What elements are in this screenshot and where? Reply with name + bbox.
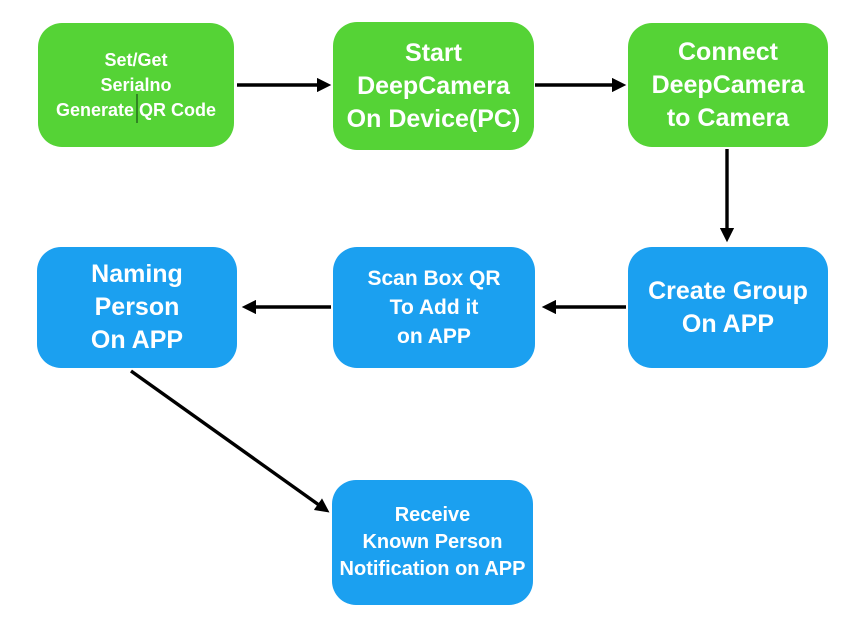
node-set-get-serialno-generate-qr-code: Set/Get Serialno Generate QR Code <box>38 23 234 147</box>
node-create-group-on-app: Create Group On APP <box>628 247 828 368</box>
node-text-line: Start <box>405 38 462 67</box>
node-text-line: Connect <box>678 37 778 66</box>
node-receive-known-person-notification-on-app: Receive Known Person Notification on APP <box>332 480 533 605</box>
node-text-line: on APP <box>397 325 471 348</box>
node-text-line: Naming <box>91 260 183 288</box>
node-text-line: On APP <box>90 326 184 354</box>
node-naming-person-on-app: Naming Person On APP <box>37 247 237 368</box>
node-text-line: Person <box>94 293 180 321</box>
node-text-line: DeepCamera <box>651 70 805 99</box>
node-text-line: Generate QR Code <box>55 99 217 120</box>
arrow-naming-to-receive <box>130 369 330 513</box>
node-text-line: DeepCamera <box>357 71 510 100</box>
node-text-line: On Device(PC) <box>346 104 521 133</box>
text-cursor <box>136 94 138 123</box>
node-text-line: Create Group <box>648 276 808 305</box>
node-start-deepcamera-on-device-pc: Start DeepCamera On Device(PC) <box>333 22 534 150</box>
node-text-line: Set/Get <box>104 49 168 70</box>
node-text-line: Known Person <box>362 531 503 553</box>
node-text-line: Serialno <box>100 74 172 95</box>
node-connect-deepcamera-to-camera: Connect DeepCamera to Camera <box>628 23 828 147</box>
node-text-line: Receive <box>394 504 471 526</box>
node-text-line: To Add it <box>389 296 479 319</box>
node-scan-box-qr-to-add-it-on-app: Scan Box QR To Add it on APP <box>333 247 535 368</box>
node-text-line: Scan Box QR <box>367 267 501 290</box>
node-text-line: Notification on APP <box>339 558 526 580</box>
node-text-line: On APP <box>681 309 775 338</box>
node-text-line: to Camera <box>666 103 790 132</box>
